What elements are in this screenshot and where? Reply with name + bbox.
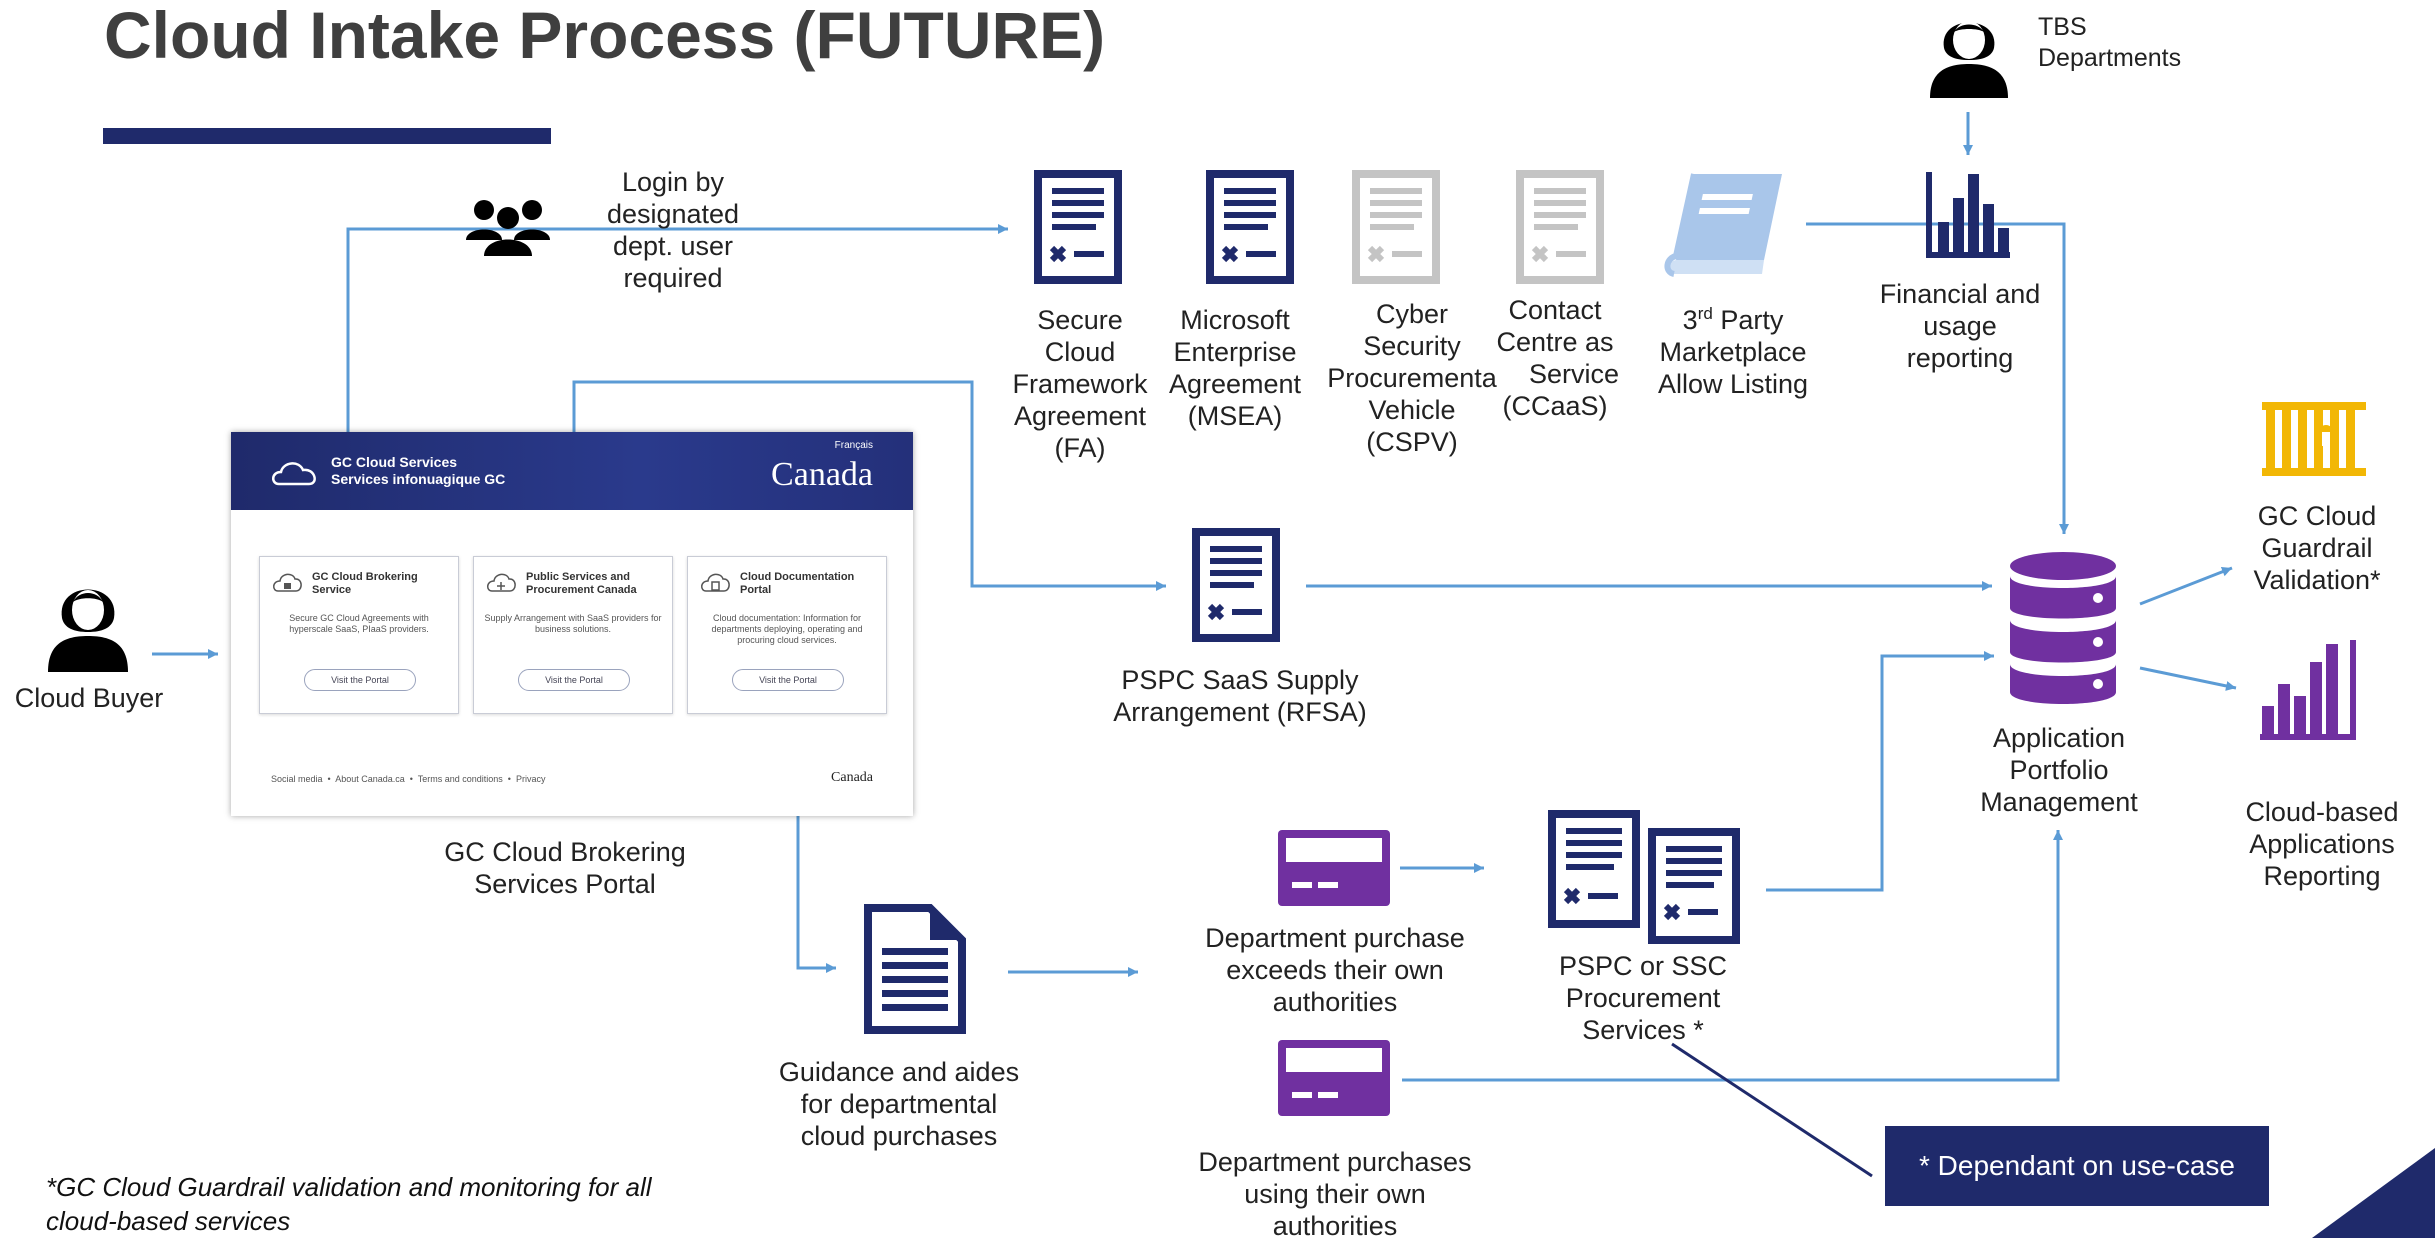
footer-link[interactable]: Social media <box>271 774 323 784</box>
bar-chart-icon-financial <box>1926 172 2010 258</box>
pointer-dependant <box>1671 1042 1873 1178</box>
guardrail-gate-icon <box>2262 402 2366 476</box>
cloud-document-icon <box>701 573 730 592</box>
person-icon-tbs <box>1930 21 2008 98</box>
group-icon <box>466 200 550 256</box>
visit-portal-button[interactable]: Visit the Portal <box>304 669 416 691</box>
footnote: *GC Cloud Guardrail validation and monit… <box>46 1172 652 1236</box>
credit-card-icon-own <box>1278 1040 1390 1116</box>
document-icon-ccaas <box>1516 170 1604 284</box>
documents-icon-procurement <box>1548 810 1740 944</box>
bar-chart-icon-apps <box>2260 640 2356 740</box>
portal-card-pspc[interactable]: Public Services and Procurement Canada S… <box>473 556 673 714</box>
label-cloud-buyer: Cloud Buyer <box>14 683 164 713</box>
cloud-logo-icon <box>272 462 316 486</box>
arrow-login-to-fa <box>346 224 1008 432</box>
arrow-portal-to-guidance <box>796 816 836 973</box>
document-icon-fa <box>1034 170 1122 284</box>
footer-link[interactable]: Privacy <box>515 774 546 784</box>
portal-footer-links: Social media • About Canada.ca • Terms a… <box>271 774 546 784</box>
language-link[interactable]: Français <box>834 440 873 451</box>
portal-card-documentation[interactable]: Cloud Documentation Portal Cloud documen… <box>687 556 887 714</box>
page-title: Cloud Intake Process (FUTURE) <box>104 0 1106 72</box>
arrow-marketplace-to-apm <box>1806 222 2069 534</box>
cloud-add-icon <box>487 573 516 592</box>
arrow-own-to-apm <box>1402 830 2063 1082</box>
footer-link[interactable]: About Canada.ca <box>335 774 405 784</box>
document-icon-rfsa <box>1192 528 1280 642</box>
portal-card-brokering[interactable]: GC Cloud Brokering Service Secure GC Clo… <box>259 556 459 714</box>
footer-link[interactable]: Terms and conditions <box>417 774 503 784</box>
document-icon-msea <box>1206 170 1294 284</box>
cloud-lock-icon <box>273 573 302 592</box>
canada-wordmark: Canada <box>771 456 873 493</box>
database-icon-apm <box>2010 552 2116 704</box>
corner-decoration <box>2312 1148 2435 1238</box>
document-icon-cspv <box>1352 170 1440 284</box>
book-icon-marketplace <box>1664 173 1782 277</box>
text-document-icon-guidance <box>864 904 966 1034</box>
arrow-portal-to-rfsa <box>572 380 1166 591</box>
arrow-apm-to-reporting <box>2139 666 2237 691</box>
dependant-callout: * Dependant on use-case <box>1885 1126 2269 1206</box>
visit-portal-button[interactable]: Visit the Portal <box>518 669 630 691</box>
credit-card-icon-exceeds <box>1278 830 1390 906</box>
arrow-procurement-to-apm <box>1766 651 1994 892</box>
visit-portal-button[interactable]: Visit the Portal <box>732 669 844 691</box>
canada-wordmark-footer: Canada <box>831 770 873 785</box>
title-underline <box>103 128 551 144</box>
person-icon-buyer <box>48 589 128 672</box>
arrow-apm-to-guardrail <box>2139 566 2233 606</box>
